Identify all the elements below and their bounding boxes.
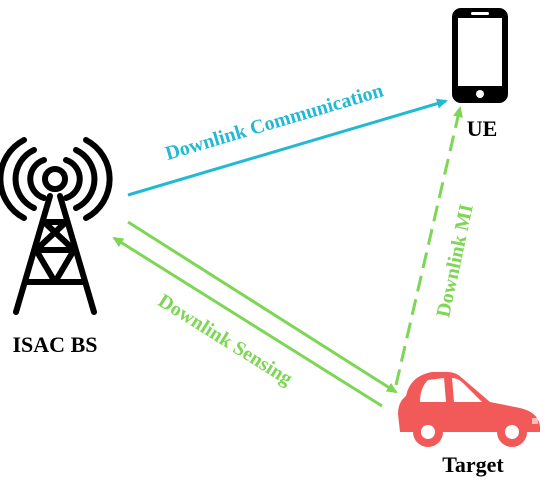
bs-label: ISAC BS: [13, 332, 98, 357]
smartphone-icon: [452, 8, 508, 103]
downlink-sensing-arrow-out: [127, 220, 398, 394]
target-label: Target: [442, 452, 504, 477]
car-icon: [398, 372, 540, 447]
downlink-mi-label: Downlink MI: [432, 202, 477, 319]
ue-label: UE: [467, 116, 498, 141]
downlink-sensing-arrow-return: [112, 236, 383, 408]
cell-tower-icon: [0, 137, 113, 315]
downlink-communication-arrow: [127, 98, 448, 197]
